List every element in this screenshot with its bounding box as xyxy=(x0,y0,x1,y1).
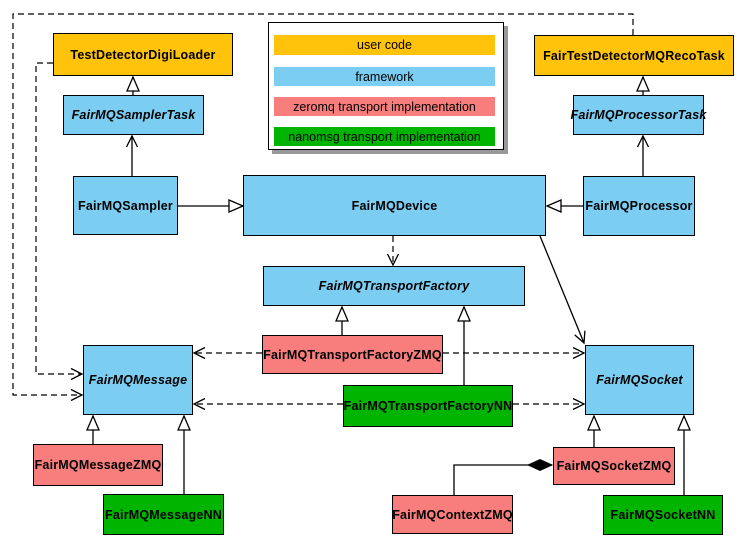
node-fairmqprocessor: FairMQProcessor xyxy=(583,176,695,236)
node-fairmqmessagenn: FairMQMessageNN xyxy=(103,494,224,535)
node-fairmqsampler: FairMQSampler xyxy=(73,176,178,235)
legend-item-zeromq: zeromq transport implementation xyxy=(274,97,495,116)
legend: user code framework zeromq transport imp… xyxy=(268,22,504,150)
node-fairmqtransportfactorynn: FairMQTransportFactoryNN xyxy=(343,385,513,427)
node-fairmqsocket: FairMQSocket xyxy=(585,345,694,415)
node-fairmqtransportfactoryzmq: FairMQTransportFactoryZMQ xyxy=(262,335,443,374)
node-fairmqprocessortask: FairMQProcessorTask xyxy=(570,95,706,135)
node-testdetectordigiloader: TestDetectorDigiLoader xyxy=(53,33,233,76)
node-fairmqtransportfactory: FairMQTransportFactory xyxy=(263,266,525,306)
edge-contextzmq-to-socketzmq xyxy=(453,465,552,495)
node-fairmqsocketnn: FairMQSocketNN xyxy=(603,495,723,535)
node-fairmqmessage: FairMQMessage xyxy=(83,345,193,415)
node-fairtestdetectormqrecotask: FairTestDetectorMQRecoTask xyxy=(534,35,734,76)
legend-item-nanomsg: nanomsg transport implementation xyxy=(274,127,495,146)
legend-item-framework: framework xyxy=(274,67,495,86)
node-fairmqcontextzmq: FairMQContextZMQ xyxy=(392,495,513,534)
edge-device-to-socket xyxy=(539,235,586,345)
legend-item-user-code: user code xyxy=(274,35,495,55)
edge-recotask-to-message xyxy=(12,13,634,402)
node-fairmqsocketzmq: FairMQSocketZMQ xyxy=(553,447,675,485)
edge-digiloader-to-message xyxy=(35,62,84,381)
node-fairmqsamplertask: FairMQSamplerTask xyxy=(63,95,204,135)
node-fairmqmessagezmq: FairMQMessageZMQ xyxy=(33,444,163,486)
node-fairmqdevice: FairMQDevice xyxy=(243,175,546,236)
